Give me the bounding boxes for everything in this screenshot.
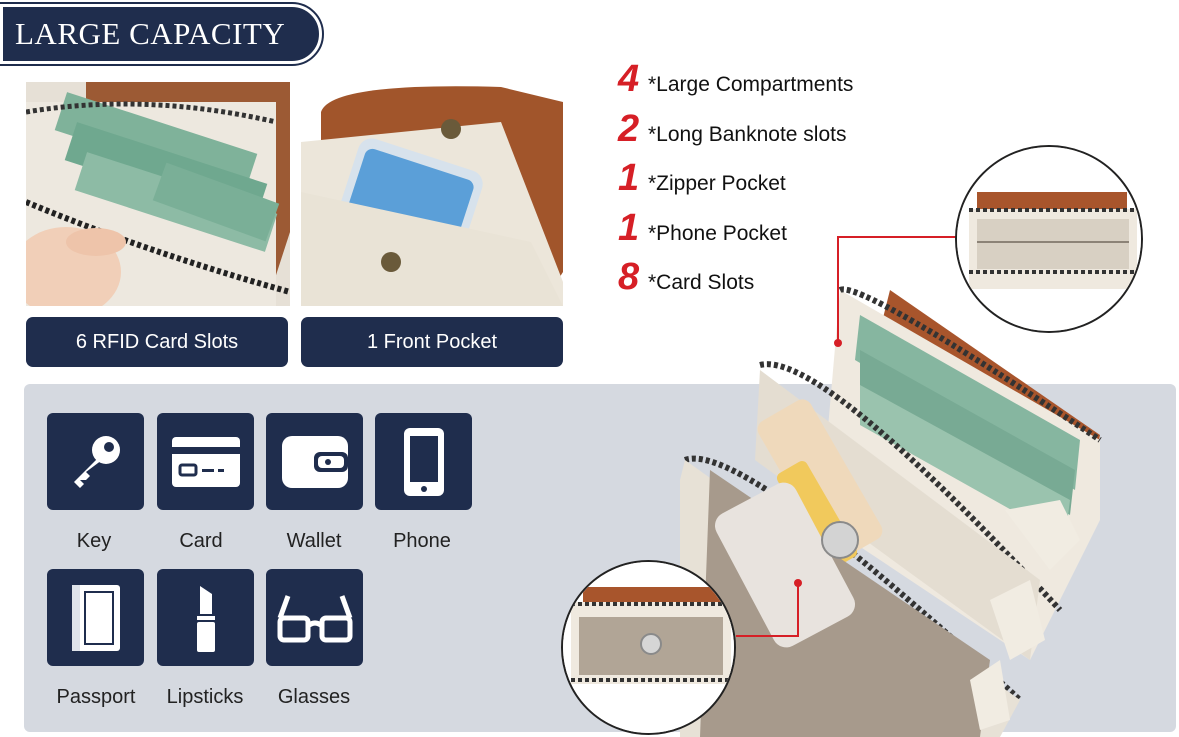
card-label: Card xyxy=(179,530,223,552)
zoom-circle-bottom xyxy=(561,560,736,735)
photo-front-pocket xyxy=(301,82,563,306)
phone-icon xyxy=(375,413,472,510)
feature-zipper-pocket: 1 *Zipper Pocket xyxy=(618,157,786,199)
lipsticks-label: Lipsticks xyxy=(166,686,244,708)
glasses-label: Glasses xyxy=(277,686,351,708)
feature-long-banknote-slots: 2 *Long Banknote slots xyxy=(618,107,847,150)
caption-rfid-card-slots: 6 RFID Card Slots xyxy=(26,317,288,367)
passport-icon xyxy=(47,569,144,666)
feature-large-compartments: 4 *Large Compartments xyxy=(618,58,854,100)
wallet-label: Wallet xyxy=(286,530,342,552)
phone-label: Phone xyxy=(393,530,451,552)
key-icon xyxy=(47,413,144,510)
card-icon xyxy=(157,413,254,510)
zoom-circle-top xyxy=(955,145,1143,333)
wallet-illustration xyxy=(680,286,1102,737)
passport-label: Passport xyxy=(56,686,136,708)
title-badge: LARGE CAPACITY xyxy=(0,2,324,66)
feature-card-slots: 8 *Card Slots xyxy=(618,256,755,298)
glasses-icon xyxy=(266,569,363,666)
lipstick-icon xyxy=(157,569,254,666)
photo-rfid-card-slots xyxy=(26,82,290,306)
caption-front-pocket: 1 Front Pocket xyxy=(301,317,563,367)
feature-list: 4 *Large Compartments 2 *Long Banknote s… xyxy=(618,58,853,306)
key-label: Key xyxy=(76,530,112,552)
feature-phone-pocket: 1 *Phone Pocket xyxy=(618,206,787,249)
wallet-icon xyxy=(266,413,363,510)
page-title: LARGE CAPACITY xyxy=(15,16,286,51)
